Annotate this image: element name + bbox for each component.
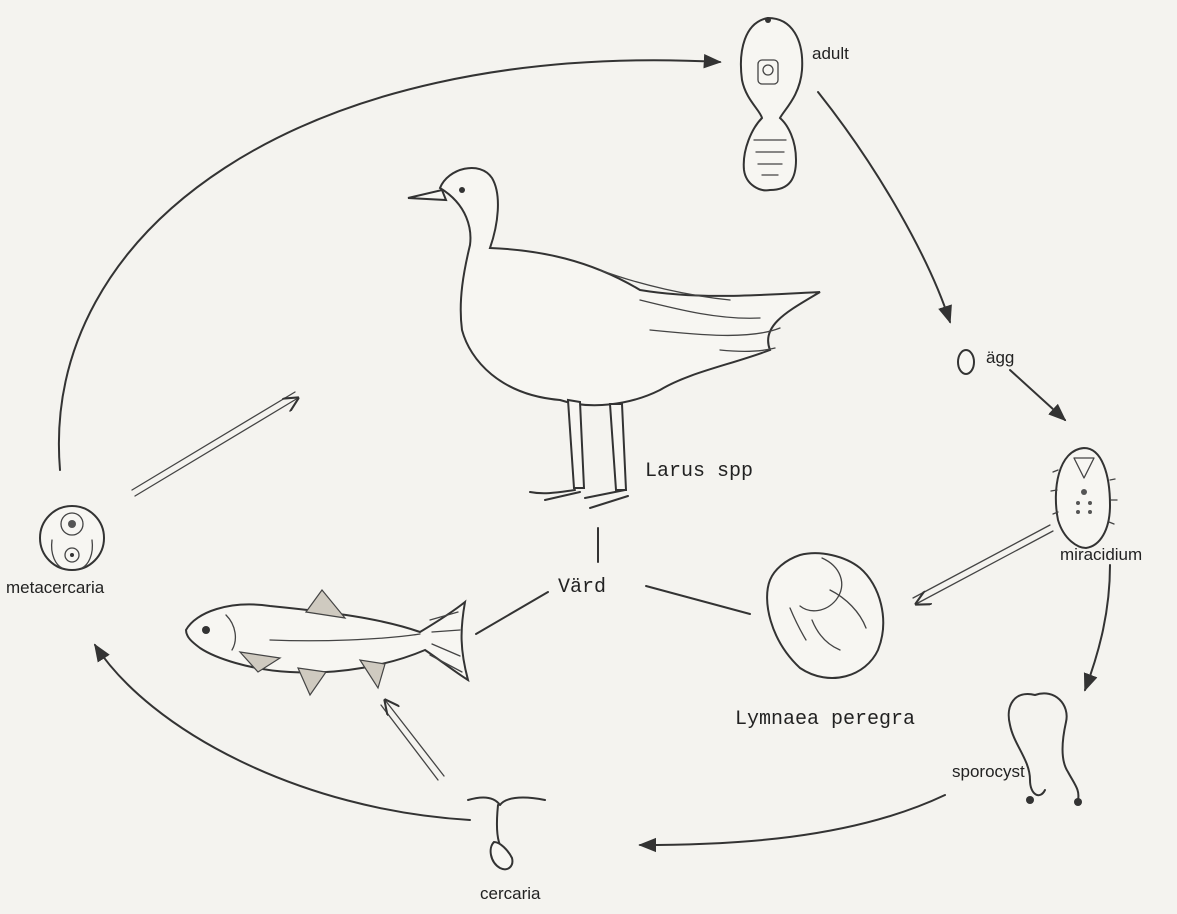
- double-arrow-miracidium-to-snail: [913, 525, 1053, 604]
- line-host-to-fish: [476, 592, 548, 634]
- miracidium-illustration: [1051, 448, 1117, 548]
- label-metacercaria: metacercaria: [6, 578, 104, 598]
- metacercaria-illustration: [40, 506, 104, 570]
- double-arrow-metacercaria-to-bird: [132, 392, 298, 496]
- arrow-egg-to-miracidium: [1010, 370, 1065, 420]
- arrow-sporocyst-to-cercaria: [640, 795, 945, 845]
- label-miracidium: miracidium: [1060, 545, 1142, 565]
- label-egg: ägg: [986, 348, 1014, 368]
- line-host-to-snail: [646, 586, 750, 614]
- label-snail: Lymnaea peregra: [735, 708, 915, 731]
- snail-illustration: [767, 553, 883, 678]
- label-host: Värd: [558, 576, 606, 599]
- fish-illustration: [186, 590, 468, 695]
- adult-fluke-illustration: [741, 17, 802, 190]
- label-adult: adult: [812, 44, 849, 64]
- gull-illustration: [408, 168, 820, 508]
- arrow-adult-to-egg: [818, 92, 950, 322]
- double-arrow-cercaria-to-fish: [381, 700, 444, 780]
- label-sporocyst: sporocyst: [952, 762, 1025, 782]
- arrow-miracidium-to-sporocyst: [1085, 565, 1110, 690]
- sporocyst-illustration: [1009, 693, 1082, 806]
- egg-illustration: [958, 350, 974, 374]
- label-bird: Larus spp: [645, 460, 753, 483]
- cercaria-illustration: [468, 798, 545, 870]
- label-cercaria: cercaria: [480, 884, 540, 904]
